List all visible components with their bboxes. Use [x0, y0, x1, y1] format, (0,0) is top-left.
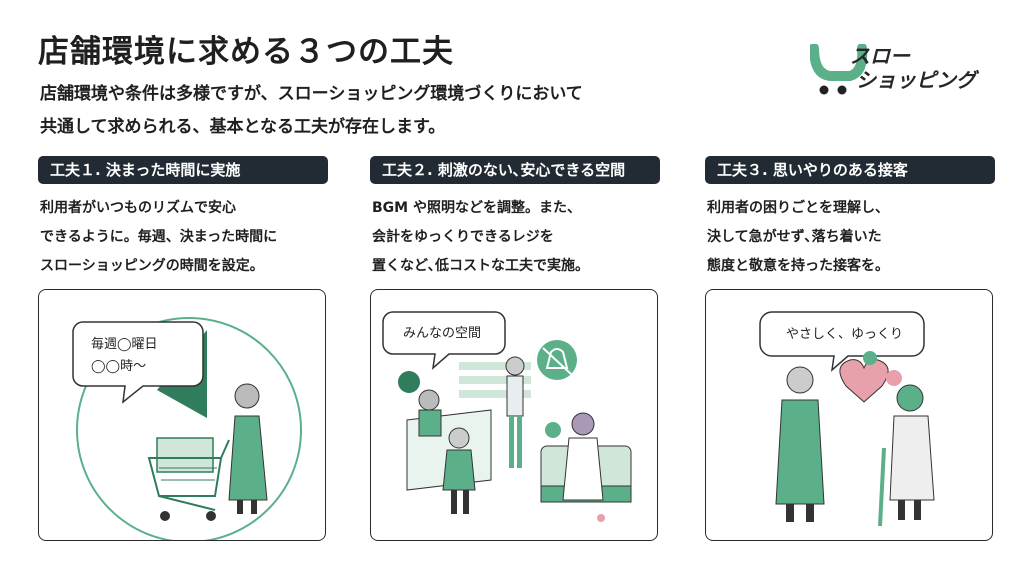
logo-line-1: スロー: [850, 44, 910, 68]
desc-line: できるように。毎週、決まった時間に: [40, 229, 278, 245]
shelf-lights: [459, 362, 531, 398]
bench-with-person: [540, 412, 632, 522]
lead-text: 店舗環境や条件は多様ですが、スローショッピング環境づくりにおいて 共通して求めら…: [40, 78, 740, 144]
staff-figure: [505, 356, 525, 468]
muted-bell-icon: [537, 340, 577, 380]
shopping-cart-icon: [147, 437, 230, 521]
desc-line: 置くなど､低コストな工夫で実施。: [372, 258, 589, 274]
staff-figure: [775, 366, 825, 522]
column-2-heading: 工夫２. 刺激のない､安心できる空間: [370, 156, 660, 184]
elderly-customer-figure: [878, 384, 935, 527]
lead-line-1: 店舗環境や条件は多様ですが、スローショッピング環境づくりにおいて: [40, 84, 583, 104]
customer-figure: [442, 427, 476, 514]
desc-line: 会計をゆっくりできるレジを: [372, 229, 554, 245]
column-3-description: 利用者の困りごとを理解し、 決して急がせず､落ち着いた 態度と敬意を持った接客を…: [705, 194, 995, 281]
logo-wordmark: スロー ショッピング: [850, 44, 976, 92]
speech-bubble: [759, 311, 925, 372]
bubble-line-2: ◯◯時～: [91, 359, 146, 374]
desc-line: 利用者の困りごとを理解し、: [707, 200, 889, 216]
logo-line-2: ショッピング: [856, 68, 976, 92]
column-1-description: 利用者がいつものリズムで安心 できるように。毎週、決まった時間に スローショッピ…: [38, 194, 328, 281]
illustration-1-frame: 毎週◯曜日 ◯◯時～: [38, 289, 326, 541]
desc-line: 利用者がいつものリズムで安心: [40, 200, 236, 216]
column-3: 工夫３. 思いやりのある接客 利用者の困りごとを理解し、 決して急がせず､落ち着…: [705, 156, 995, 281]
schedule-illustration: 毎週◯曜日 ◯◯時～: [72, 317, 302, 540]
desc-line: BGM や照明などを調整。また、: [372, 200, 581, 216]
column-3-heading: 工夫３. 思いやりのある接客: [705, 156, 995, 184]
column-2: 工夫２. 刺激のない､安心できる空間 BGM や照明などを調整。また、 会計をゆ…: [370, 156, 660, 281]
bubble-line-1: やさしく、ゆっくり: [786, 327, 903, 342]
heart-icon: [839, 351, 902, 403]
illustration-2-frame: みんなの空間: [370, 289, 658, 541]
desc-line: 態度と敬意を持った接客を。: [707, 258, 889, 274]
speech-bubble: [382, 311, 506, 370]
bubble-line-1: みんなの空間: [403, 326, 481, 341]
lead-line-2: 共通して求められる、基本となる工夫が存在します。: [40, 117, 446, 137]
column-1-heading: 工夫１. 決まった時間に実施: [38, 156, 328, 184]
column-1: 工夫１. 決まった時間に実施 利用者がいつものリズムで安心 できるように。毎週、…: [38, 156, 328, 281]
calm-space-illustration: みんなの空間: [382, 311, 632, 522]
column-2-description: BGM や照明などを調整。また、 会計をゆっくりできるレジを 置くなど､低コスト…: [370, 194, 660, 281]
caring-service-illustration: やさしく、ゆっくり: [759, 311, 935, 527]
cart-logo-icon: [810, 44, 868, 95]
page-title: 店舗環境に求める３つの工夫: [38, 34, 454, 70]
illustration-3-frame: やさしく、ゆっくり: [705, 289, 993, 541]
desc-line: スローショッピングの時間を設定。: [40, 258, 264, 274]
speech-bubble: [72, 321, 204, 404]
desc-line: 決して急がせず､落ち着いた: [707, 229, 882, 245]
slow-shopping-logo: スロー ショッピング: [810, 44, 1010, 100]
bubble-line-1: 毎週◯曜日: [91, 336, 158, 352]
shopper-figure: [228, 383, 268, 514]
